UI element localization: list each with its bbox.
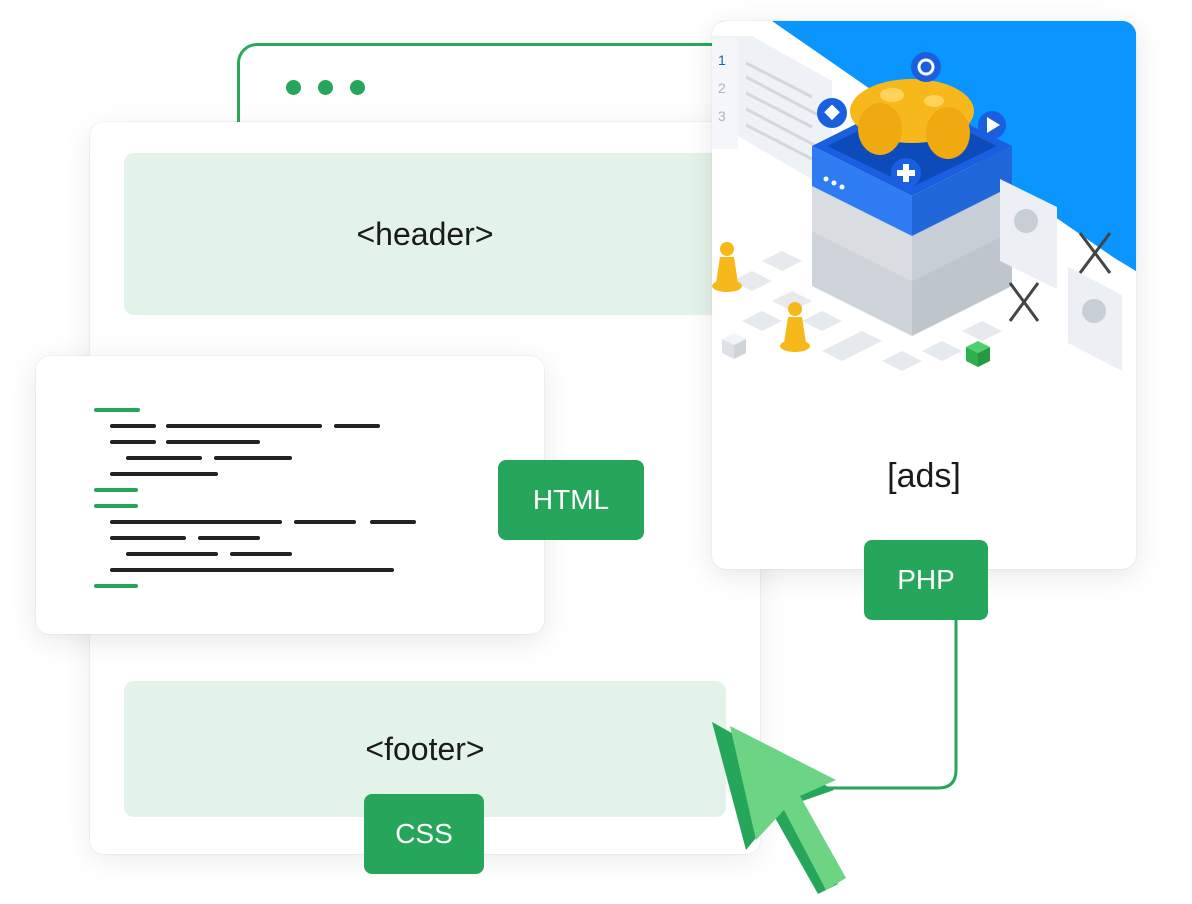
cursor-arrow-icon — [712, 722, 846, 894]
window-dot-icon — [286, 80, 301, 95]
php-tag-label: PHP — [897, 564, 955, 595]
code-line — [94, 488, 138, 492]
code-line — [126, 456, 202, 460]
code-line — [94, 584, 138, 588]
code-line — [198, 536, 260, 540]
footer-label: <footer> — [365, 730, 485, 767]
header-region: <header> — [124, 153, 726, 315]
code-line — [294, 520, 356, 524]
window-dot-icon — [350, 80, 365, 95]
php-tag: PHP — [864, 540, 988, 620]
code-line — [94, 504, 138, 508]
code-line — [110, 568, 394, 572]
code-line — [110, 520, 282, 524]
code-line — [370, 520, 416, 524]
list-number: 2 — [718, 80, 726, 96]
ads-card: 1 2 3 — [712, 21, 1136, 569]
gaming-server-illustration: 1 2 3 — [712, 21, 1136, 411]
window-dot-icon — [318, 80, 333, 95]
code-line — [230, 552, 292, 556]
list-number: 3 — [718, 108, 726, 124]
css-tag-label: CSS — [395, 818, 453, 849]
code-line — [110, 424, 156, 428]
code-line — [110, 472, 218, 476]
list-number: 1 — [718, 52, 726, 68]
code-line — [94, 408, 140, 412]
code-line — [110, 440, 156, 444]
html-tag-label: HTML — [532, 484, 610, 515]
code-line — [166, 440, 260, 444]
code-line — [110, 536, 186, 540]
code-line — [166, 424, 322, 428]
code-card — [36, 356, 544, 634]
header-label: <header> — [356, 215, 494, 252]
code-line — [214, 456, 292, 460]
html-tag: HTML — [498, 460, 644, 540]
code-line — [126, 552, 218, 556]
css-tag: CSS — [364, 794, 484, 874]
ads-label: [ads] — [887, 457, 961, 495]
code-line — [334, 424, 380, 428]
